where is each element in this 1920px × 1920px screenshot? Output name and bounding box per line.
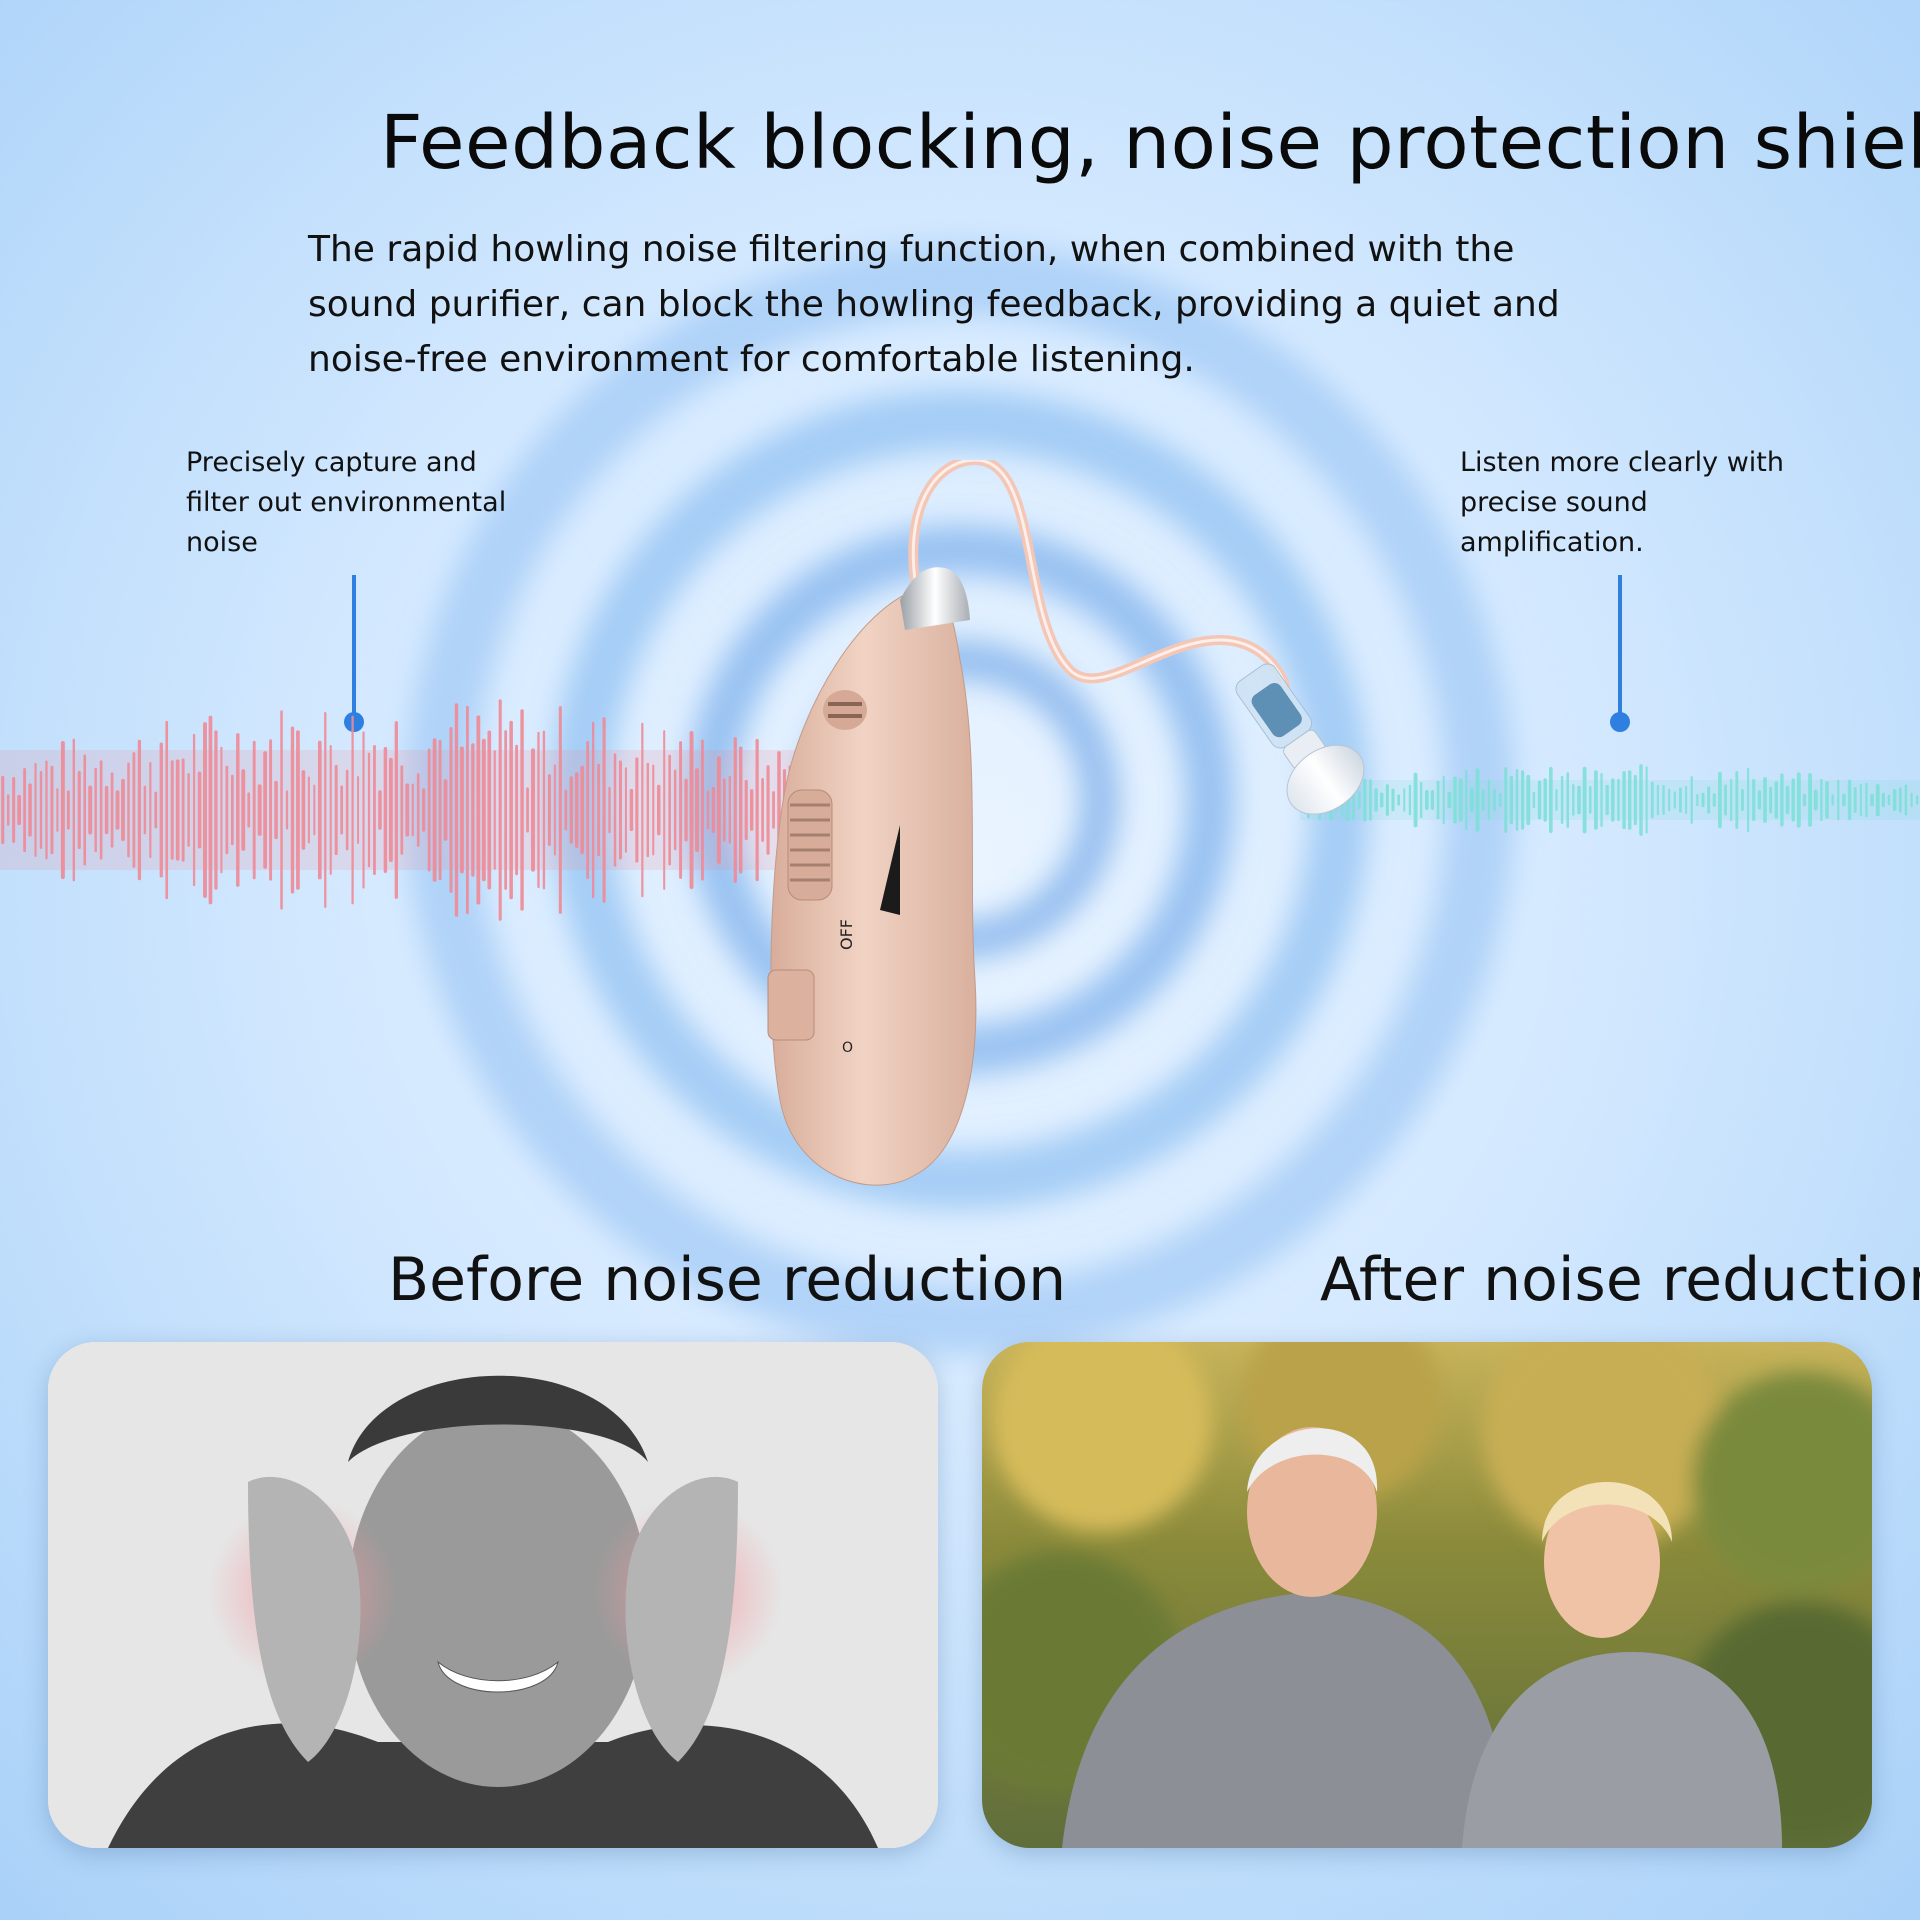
left-pin-line	[352, 575, 356, 715]
right-pin-dot	[1610, 712, 1630, 732]
after-heading: After noise reduction	[1320, 1245, 1920, 1315]
hearing-aid-device: OFF O	[767, 460, 1365, 1186]
callout-amplification: Listen more clearly with precise sound a…	[1460, 447, 1784, 558]
right-pin-line	[1618, 575, 1622, 715]
noisy-sound-wave	[0, 699, 820, 921]
before-photo	[48, 1342, 938, 1848]
page-title: Feedback blocking, noise protection shie…	[380, 100, 1920, 186]
switch-on-label: O	[842, 1040, 853, 1056]
intro-paragraph: The rapid howling noise filtering functi…	[308, 229, 1560, 380]
after-photo	[982, 1342, 1872, 1848]
callout-noise-filter: Precisely capture and filter out environ…	[186, 447, 507, 558]
left-pin-dot	[344, 712, 364, 732]
before-heading: Before noise reduction	[388, 1245, 1067, 1315]
clean-sound-wave	[1300, 764, 1920, 836]
switch-off-label: OFF	[837, 919, 856, 950]
